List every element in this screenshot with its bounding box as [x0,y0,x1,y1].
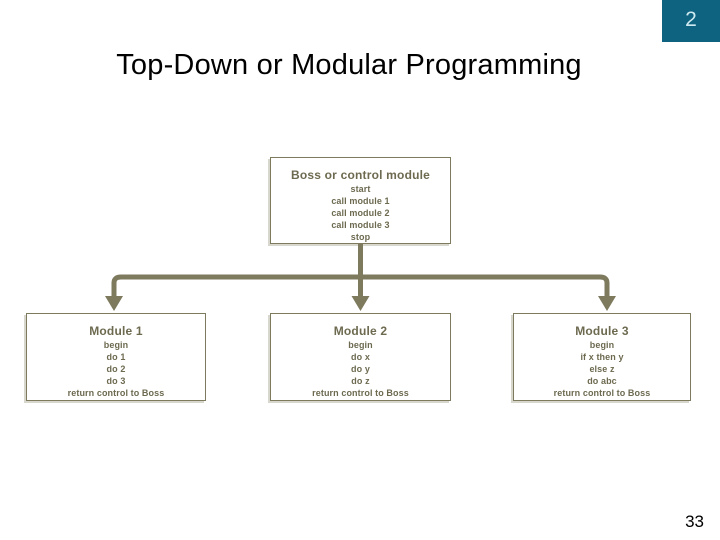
module-1-line: do 3 [106,376,126,386]
boss-module-box: Boss or control module start call module… [270,157,451,244]
slide-number-chip-label: 2 [685,8,697,31]
module-2-line: do z [351,376,370,386]
module-3-box: Module 3 begin if x then y else z do abc… [513,313,691,401]
module-2-line: begin [348,340,373,350]
boss-module-title: Boss or control module [290,168,431,182]
module-2-box: Module 2 begin do x do y do z return con… [270,313,451,401]
module-1-title: Module 1 [89,324,143,338]
slide-number-chip: 2 [662,0,720,42]
arrowhead-module-3 [598,296,616,311]
module-2-line: return control to Boss [312,388,409,398]
boss-module-line: start [350,184,371,194]
module-3-line: do abc [587,376,617,386]
module-1-line: do 1 [106,352,126,362]
module-3-line: if x then y [580,352,624,362]
module-1-line: return control to Boss [67,388,165,398]
module-2-line: do x [351,352,370,362]
boss-module-line: stop [350,232,371,242]
module-3-line: begin [589,340,615,350]
module-1-line: do 2 [106,364,126,374]
boss-module-line: call module 2 [331,208,390,218]
connector-bus [111,274,610,300]
module-3-line: return control to Boss [553,388,651,398]
arrowhead-module-2 [351,296,370,311]
module-2-line: do y [351,364,370,374]
module-2-title: Module 2 [333,324,388,338]
page-title: Top-Down or Modular Programming [116,49,582,81]
module-3-title: Module 3 [575,324,629,338]
module-1-line: begin [103,340,129,350]
module-1-box: Module 1 begin do 1 do 2 do 3 return con… [26,313,206,401]
boss-module-line: call module 3 [331,220,390,230]
module-3-line: else z [589,364,615,374]
page-number: 33 [685,512,704,531]
boss-module-line: call module 1 [331,196,390,206]
arrowhead-module-1 [105,296,123,311]
